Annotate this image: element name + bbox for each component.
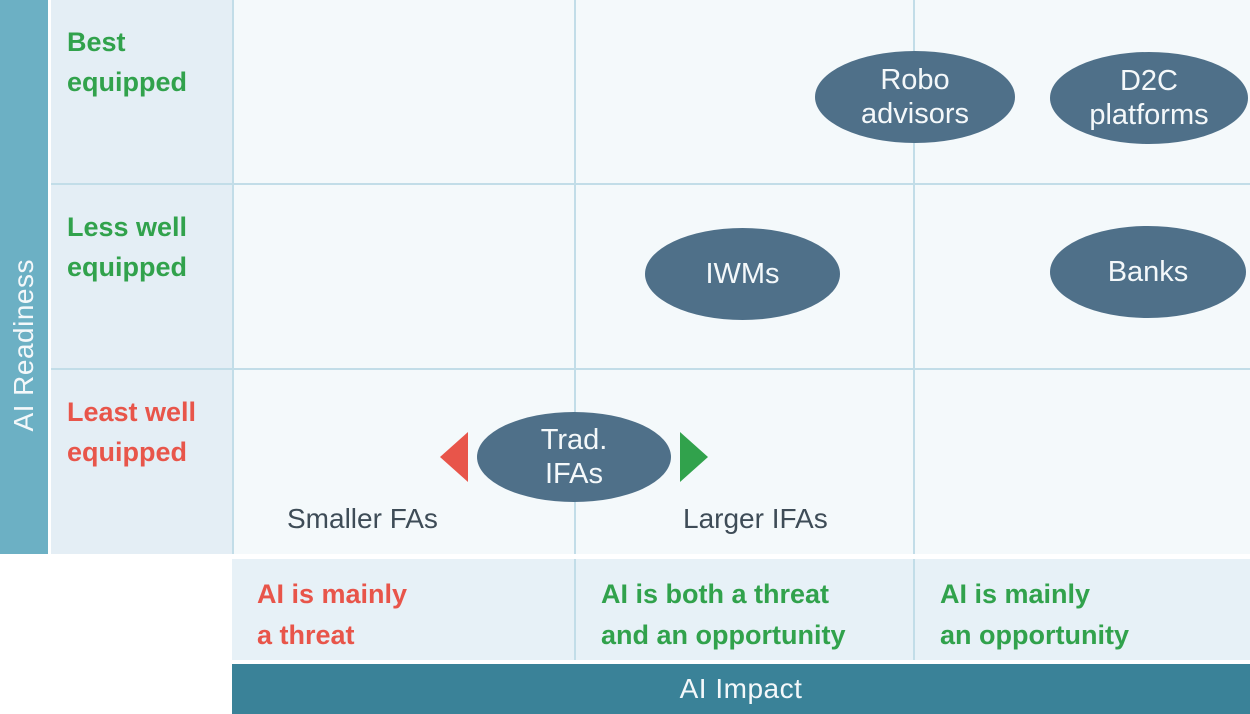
row-label-text: Less well equipped [67, 212, 188, 282]
bubble-label: Banks [1107, 256, 1189, 288]
smaller-fas-label: Smaller FAs [287, 503, 438, 534]
x-label-threat-and-opportunity: AI is both a threat and an opportunity [574, 559, 913, 660]
x-axis-bar: AI Impact [232, 664, 1250, 714]
x-label-mainly-threat: AI is mainly a threat [232, 559, 574, 660]
row-label-less-well-equipped: Less well equipped [51, 183, 232, 368]
bubble-label: Robo advisors [861, 64, 969, 130]
row-label-text: Best equipped [67, 27, 187, 97]
bubble-label: D2C platforms [1089, 65, 1209, 131]
row-label-best-equipped: Best equipped [51, 0, 232, 183]
bubble-robo-advisors: Robo advisors [815, 51, 1015, 143]
matrix-cell-r1c1 [232, 0, 574, 183]
bubble-banks: Banks [1050, 226, 1246, 318]
x-axis-category-row: AI is mainly a threat AI is both a threa… [232, 559, 1250, 660]
bubble-label: IWMs [705, 258, 780, 290]
bubble-label: Trad. IFAs [540, 424, 608, 490]
y-axis-title: AI Readiness [8, 258, 39, 432]
matrix-cell-r2c1 [232, 183, 574, 368]
bubble-d2c-platforms: D2C platforms [1050, 52, 1248, 144]
bubble-iwms: IWMs [645, 228, 840, 320]
bubble-trad-ifas: Trad. IFAs [477, 412, 671, 502]
row-label-least-well-equipped: Least well equipped [51, 368, 232, 554]
y-axis-bar: AI Readiness [0, 0, 48, 554]
arrow-right-icon [680, 432, 708, 482]
x-axis-title: AI Impact [679, 673, 803, 704]
matrix-grid: Best equipped Less well equipped Least w… [51, 0, 1250, 554]
row-label-text: Least well equipped [67, 397, 197, 467]
x-label-mainly-opportunity: AI is mainly an opportunity [913, 559, 1250, 660]
larger-ifas-label: Larger IFAs [683, 503, 828, 534]
matrix-cell-r3c3 [913, 368, 1250, 554]
arrow-left-icon [440, 432, 468, 482]
